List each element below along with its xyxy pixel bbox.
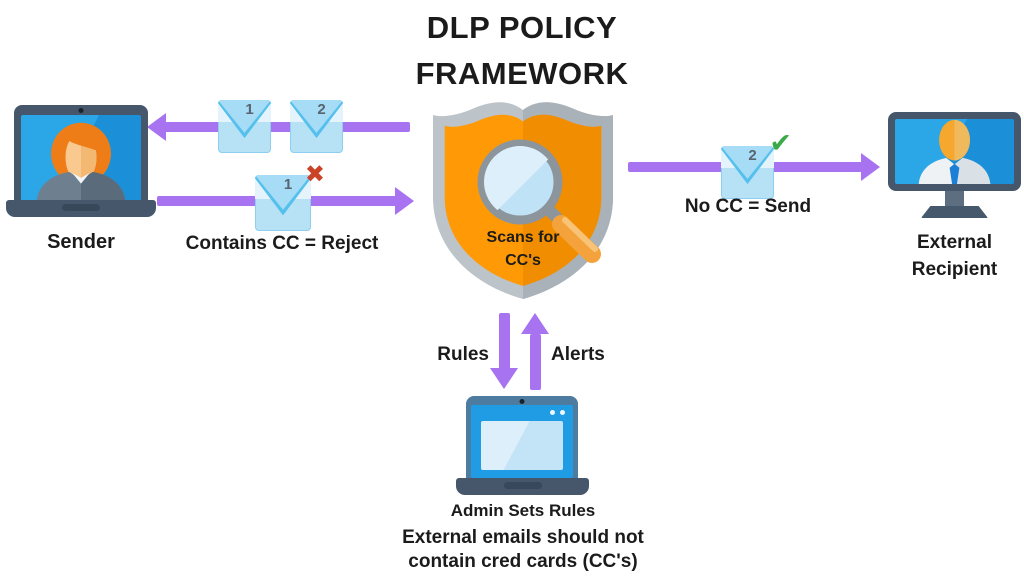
envelope-number: 1 xyxy=(283,176,293,193)
camera-dot-icon xyxy=(78,108,84,113)
recipient-label-line-2: Recipient xyxy=(911,259,998,280)
monitor-base xyxy=(921,206,988,218)
laptop-notch xyxy=(503,482,542,489)
envelope-number: 2 xyxy=(317,101,326,118)
deliver-flow-label: No CC = Send xyxy=(684,196,812,217)
envelope-number: 1 xyxy=(245,101,254,118)
envelope-body xyxy=(721,146,774,199)
alerts-arrow-head-icon xyxy=(521,313,549,334)
approve-check-icon: ✔ xyxy=(769,128,792,158)
outbound-flow-label: Contains CC = Reject xyxy=(185,233,379,254)
dlp-shield-icon xyxy=(433,102,613,299)
sender-laptop-icon xyxy=(14,105,148,202)
deliver-arrow-head-icon xyxy=(861,153,880,181)
shield-label-line-1: Scans for xyxy=(486,229,560,246)
sender-laptop-screen xyxy=(21,115,141,202)
sender-avatar-icon xyxy=(36,122,126,202)
admin-laptop-icon xyxy=(466,396,578,478)
envelope-body xyxy=(218,100,271,153)
magnifier-icon xyxy=(477,139,601,263)
alerts-label: Alerts xyxy=(551,344,605,365)
admin-laptop-base xyxy=(456,478,589,495)
alerts-arrow-line xyxy=(530,334,541,390)
laptop-notch xyxy=(62,204,100,211)
returned-envelope-2-icon: 2 xyxy=(290,100,343,153)
admin-laptop-screen xyxy=(471,405,573,478)
envelope-number: 2 xyxy=(748,147,757,164)
title-line-1: DLP POLICY xyxy=(426,10,618,45)
screen-dot-icon xyxy=(560,410,565,415)
envelope-body xyxy=(255,175,311,231)
sender-laptop-base xyxy=(6,200,156,217)
sender-label: Sender xyxy=(47,231,115,253)
page-title: DLP POLICY FRAMEWORK xyxy=(282,5,762,97)
return-arrow-head-icon xyxy=(147,113,166,141)
admin-note-line-2: contain cred cards (CC's) xyxy=(408,551,638,572)
admin-note-line-1: External emails should not xyxy=(402,527,644,548)
admin-label: Admin Sets Rules xyxy=(450,501,596,520)
title-line-2: FRAMEWORK xyxy=(415,56,629,91)
recipient-label-line-1: External xyxy=(917,232,992,253)
outbound-arrow-head-icon xyxy=(395,187,414,215)
rules-label: Rules xyxy=(437,344,489,365)
recipient-monitor-icon xyxy=(888,112,1021,191)
screen-dot-icon xyxy=(550,410,555,415)
returned-envelope-1-icon: 1 xyxy=(218,100,271,153)
monitor-neck xyxy=(945,191,964,206)
rules-arrow-line xyxy=(499,313,510,370)
reject-x-icon: ✖ xyxy=(304,161,325,188)
shield-label-line-2: CC's xyxy=(505,252,541,269)
rules-arrow-head-icon xyxy=(490,368,518,389)
envelope-body xyxy=(290,100,343,153)
camera-dot-icon xyxy=(519,399,525,404)
approved-envelope-icon: 2 ✔ xyxy=(721,130,792,199)
admin-window xyxy=(481,421,563,470)
return-arrow-line xyxy=(162,122,410,132)
recipient-avatar-icon xyxy=(918,119,991,184)
recipient-monitor-screen xyxy=(895,119,1014,184)
rejected-envelope-icon: 1 ✖ xyxy=(255,163,325,231)
